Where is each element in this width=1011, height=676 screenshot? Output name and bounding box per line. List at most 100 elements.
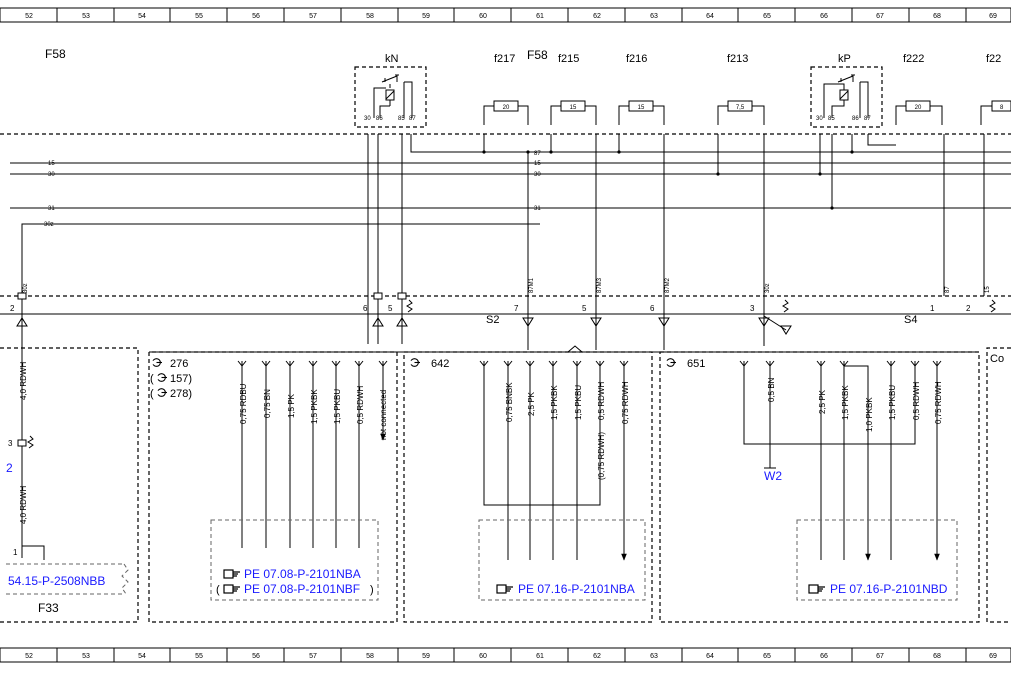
paren: (	[150, 373, 154, 385]
reference-link[interactable]: 54.15-P-2508NBB	[8, 574, 105, 588]
doc-reference-link[interactable]: PE 07.08-P-2101NBF	[244, 582, 360, 596]
document-pointer-icon	[223, 569, 241, 579]
ground-reference-link[interactable]: W2	[764, 469, 782, 483]
ruler-label: 55	[195, 13, 203, 20]
paren: (	[150, 388, 154, 400]
fusebox-label: F58	[527, 48, 548, 62]
wire-spec: 0,5 RDWH	[912, 382, 921, 420]
ruler-label: 67	[876, 653, 884, 660]
connector-ref: 278)	[170, 388, 192, 400]
pin-number: 5	[582, 304, 587, 313]
signal-label: 15	[985, 286, 991, 293]
wire-spec: not connected	[379, 390, 388, 440]
connector-icon	[665, 358, 676, 367]
signal-label: 87M2	[665, 277, 671, 293]
signal-label: 87M3	[597, 277, 603, 293]
signal-label: 87	[945, 286, 951, 293]
ruler-label: 59	[422, 13, 430, 20]
relay-kn-label: kN	[385, 53, 399, 65]
ruler-label: 54	[138, 13, 146, 20]
ruler-label: 62	[593, 13, 601, 20]
fuse-f215-label: f215	[558, 53, 579, 65]
relay-pin-label: 85	[398, 116, 405, 122]
ruler-label: 66	[820, 653, 828, 660]
connector-s4-label: S4	[904, 314, 917, 326]
ruler-label: 56	[252, 13, 260, 20]
wire-spec: 0,75 RDBU	[239, 383, 248, 424]
wire-spec: 0,75 RDWH	[934, 381, 943, 424]
relay-pin-label: 30	[816, 116, 823, 122]
connector-s2-label: S2	[486, 314, 499, 326]
doc-reference-link[interactable]: PE 07.16-P-2101NBA	[518, 582, 635, 596]
internal-wiring	[367, 134, 985, 296]
relay-pin-label: 30	[364, 116, 371, 122]
pin-number: 3	[750, 304, 755, 313]
fuse-rating: 20	[915, 105, 922, 111]
busbar-label: 31	[48, 206, 55, 212]
wire-spec: 0,5 RDWH	[597, 382, 606, 420]
wire-spec: (0,75 RDWH)	[597, 432, 606, 480]
connector-strip: 2 6 5 7 5 6 3 1 2 S2 S4	[0, 292, 1011, 350]
pin-number: 7	[514, 304, 519, 313]
wire-spec: 1,5 PKBU	[888, 385, 897, 420]
fuse-f213-label: f213	[727, 53, 748, 65]
wire-spec: 1,0 PKBK	[865, 397, 874, 432]
ruler-label: 57	[309, 653, 317, 660]
pin-number: 3	[8, 439, 13, 448]
busbar-label: 87	[534, 151, 541, 157]
connector-ref: Co	[990, 353, 1004, 365]
fuse-f222-label: f222	[903, 53, 924, 65]
busbar-label: 30	[48, 172, 55, 178]
reference-link[interactable]: 2	[6, 461, 13, 475]
ruler-label: 69	[989, 653, 997, 660]
relay-kp-label: kP	[838, 53, 851, 65]
ruler-label: 65	[763, 653, 771, 660]
ruler-label: 61	[536, 653, 544, 660]
doc-reference-link[interactable]: PE 07.16-P-2101NBD	[830, 582, 948, 596]
wire-spec: 2,5 PK	[527, 391, 536, 416]
ruler-label: 58	[366, 13, 374, 20]
wire-spec: 1,5 PKBK	[550, 385, 559, 420]
bottom-ruler: 52 53 54 55 56 57 58 59 60 61 62 63 64 6…	[0, 647, 1011, 663]
component-f33-label: F33	[38, 601, 59, 615]
fuse-rating: 15	[570, 105, 577, 111]
ruler-label: 53	[82, 13, 90, 20]
ruler-label: 56	[252, 653, 260, 660]
signal-label: 30z	[765, 283, 771, 293]
ruler-label: 66	[820, 13, 828, 20]
connector-ref: 642	[431, 358, 449, 370]
wire-spec: 1,5 PK	[287, 393, 296, 418]
ruler-label: 58	[366, 653, 374, 660]
wire-spec: 0,5 BN	[767, 377, 776, 402]
ruler-label: 62	[593, 653, 601, 660]
fuse-f22-label: f22	[986, 53, 1001, 65]
doc-reference-link[interactable]: PE 07.08-P-2101NBA	[244, 567, 361, 581]
ruler-label: 69	[989, 13, 997, 20]
wire-spec: 1,5 PKBU	[333, 389, 342, 424]
left-panel-f33: 4,0 RDWH 3 2 4,0 RDWH 1 54.15-P-2508NBB …	[0, 326, 139, 623]
ruler-label: 61	[536, 13, 544, 20]
ruler-label: 52	[25, 653, 33, 660]
fuse-rating: 8	[1000, 105, 1004, 111]
wire-spec: 1,5 PKBK	[841, 385, 850, 420]
ruler-label: 60	[479, 653, 487, 660]
fuse-f217-label: f217	[494, 53, 515, 65]
connector-ref: 276	[170, 358, 188, 370]
ruler-label: 68	[933, 13, 941, 20]
ruler-label: 53	[82, 653, 90, 660]
busbar-label: 15	[534, 161, 541, 167]
wire-spec: 0,75 BNBK	[505, 382, 514, 422]
wire-spec: 0,5 RDWH	[356, 386, 365, 424]
ruler-label: 65	[763, 13, 771, 20]
busbars: 87 15 15 30 30 31 31 30z	[10, 134, 1011, 296]
ruler-label: 57	[309, 13, 317, 20]
ruler-label: 55	[195, 653, 203, 660]
harness-group-276: 276 ( 157) ( 278) 0,75 RDBU 0,75 BN 1,5 …	[148, 345, 975, 623]
relay-pin-label: 87	[864, 116, 871, 122]
wire-spec: 0,75 RDWH	[621, 381, 630, 424]
ruler-label: 64	[706, 653, 714, 660]
pin-number: 1	[930, 304, 935, 313]
harness-group-651: 651 0,5 BN 2,5 PK 1,5 PKBK 1,0 PKBK 1,5 …	[659, 351, 980, 623]
fuse-rating: 7,5	[736, 105, 745, 111]
wire-spec: 0,75 BN	[263, 389, 272, 418]
